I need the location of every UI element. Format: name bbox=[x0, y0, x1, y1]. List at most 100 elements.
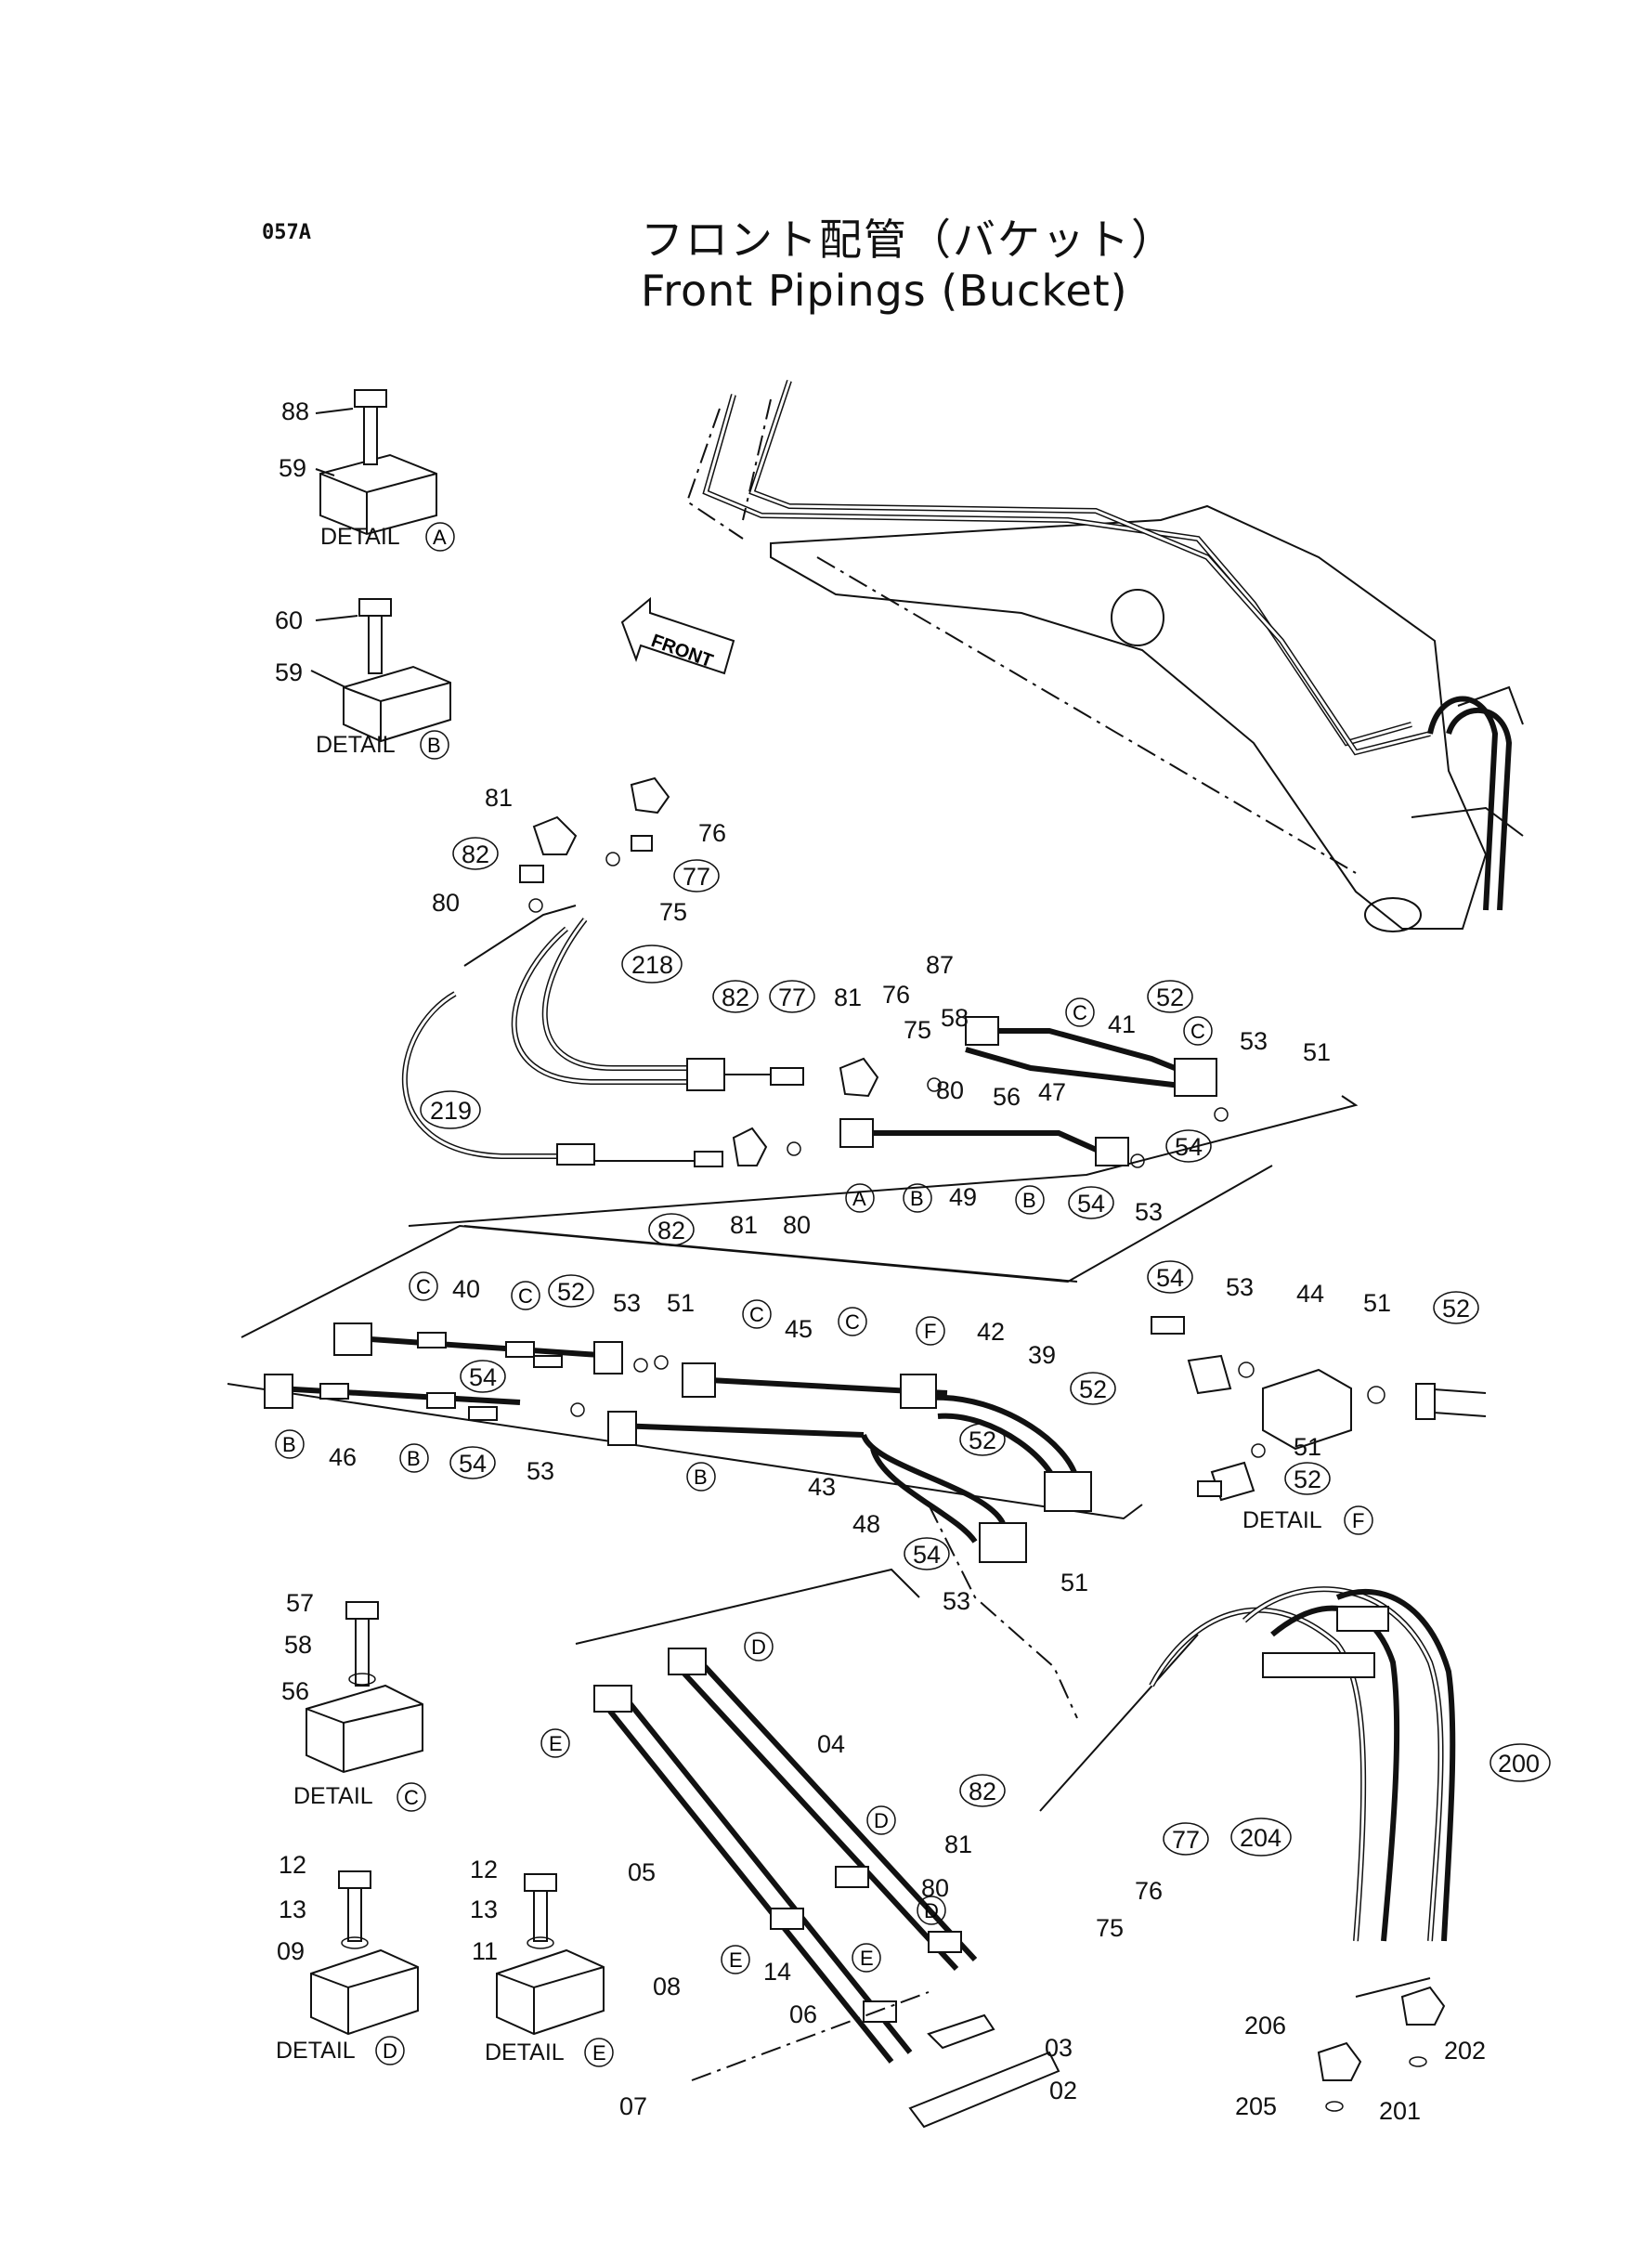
svg-text:B: B bbox=[407, 1447, 421, 1470]
svg-text:D: D bbox=[874, 1809, 889, 1832]
label-08: 08 bbox=[653, 1973, 681, 2000]
label-13: 13 bbox=[279, 1896, 306, 1923]
label-42: 42 bbox=[977, 1318, 1005, 1346]
label-56b: 56 bbox=[281, 1677, 309, 1705]
label-77b: 77 bbox=[778, 984, 806, 1011]
label-81d: 81 bbox=[944, 1831, 972, 1858]
svg-text:E: E bbox=[549, 1732, 563, 1755]
detail-f-block bbox=[1151, 1316, 1487, 1502]
label-54d: 54 bbox=[459, 1450, 487, 1478]
label-82b: 82 bbox=[722, 984, 749, 1011]
svg-text:C: C bbox=[518, 1284, 533, 1308]
label-51: 51 bbox=[1303, 1038, 1331, 1066]
label-205: 205 bbox=[1235, 2092, 1277, 2120]
ref-c-5: C bbox=[742, 1299, 772, 1329]
label-51d: 51 bbox=[1363, 1289, 1391, 1317]
label-12: 12 bbox=[279, 1851, 306, 1879]
detail-e-caption: DETAIL bbox=[485, 2039, 565, 2065]
pipe-assembly-04-05 bbox=[575, 1568, 1199, 2129]
svg-text:B: B bbox=[910, 1187, 924, 1210]
svg-text:F: F bbox=[924, 1320, 936, 1343]
svg-text:C: C bbox=[416, 1275, 431, 1298]
label-87: 87 bbox=[926, 951, 954, 979]
label-52: 52 bbox=[1156, 984, 1184, 1011]
label-53d: 53 bbox=[527, 1457, 554, 1485]
label-82d: 82 bbox=[969, 1778, 996, 1805]
label-51b: 51 bbox=[667, 1289, 695, 1317]
label-52f: 52 bbox=[1294, 1466, 1321, 1493]
label-46: 46 bbox=[329, 1443, 357, 1471]
ref-b-1: B bbox=[903, 1183, 932, 1213]
label-53f: 53 bbox=[1226, 1273, 1254, 1301]
label-04: 04 bbox=[817, 1730, 845, 1758]
ref-c-3: C bbox=[409, 1271, 438, 1301]
detail-f-letter: F bbox=[1352, 1509, 1364, 1532]
ref-e-1: E bbox=[540, 1728, 570, 1758]
label-03: 03 bbox=[1045, 2034, 1073, 2062]
pipe-assembly-40-46 bbox=[264, 1322, 669, 1421]
label-54f: 54 bbox=[1156, 1264, 1184, 1292]
label-77c: 77 bbox=[1172, 1826, 1200, 1854]
svg-text:D: D bbox=[924, 1899, 939, 1922]
label-77: 77 bbox=[683, 863, 710, 891]
ref-d-3: D bbox=[917, 1896, 946, 1925]
ref-b-2: B bbox=[1015, 1185, 1045, 1215]
title-english: Front Pipings (Bucket) bbox=[641, 266, 1128, 316]
plate-frame-lines bbox=[227, 1165, 1273, 1719]
svg-text:B: B bbox=[1022, 1189, 1036, 1212]
label-219: 219 bbox=[430, 1097, 472, 1125]
label-52b: 52 bbox=[557, 1278, 585, 1306]
detail-a-caption: DETAIL bbox=[320, 524, 400, 550]
detail-b-caption: DETAIL bbox=[316, 732, 396, 758]
label-75c: 75 bbox=[1096, 1914, 1124, 1942]
label-52c: 52 bbox=[1079, 1375, 1107, 1403]
svg-text:C: C bbox=[1073, 1001, 1087, 1024]
detail-captions: DETAIL A DETAIL B DETAIL C DETAIL D DETA… bbox=[276, 522, 1373, 2067]
label-75b: 75 bbox=[904, 1016, 931, 1044]
ref-b-4: B bbox=[399, 1443, 429, 1473]
label-13b: 13 bbox=[470, 1896, 498, 1923]
detail-e-clamp bbox=[496, 1873, 605, 2036]
label-52e: 52 bbox=[1442, 1295, 1470, 1322]
svg-text:E: E bbox=[860, 1947, 874, 1970]
label-54c: 54 bbox=[469, 1363, 497, 1391]
front-arrow-icon: FRONT bbox=[620, 596, 735, 675]
label-circles bbox=[420, 837, 1551, 1857]
label-40: 40 bbox=[452, 1275, 480, 1303]
label-76b: 76 bbox=[882, 981, 910, 1009]
label-80: 80 bbox=[432, 889, 460, 917]
label-45: 45 bbox=[785, 1315, 813, 1343]
ref-e-3: E bbox=[852, 1943, 881, 1973]
ref-c-1: C bbox=[1065, 997, 1095, 1027]
svg-text:C: C bbox=[1190, 1020, 1205, 1043]
label-82c: 82 bbox=[657, 1217, 685, 1244]
label-206: 206 bbox=[1244, 2012, 1286, 2039]
detail-c-clamp bbox=[306, 1601, 423, 1774]
label-200: 200 bbox=[1498, 1750, 1540, 1778]
label-44: 44 bbox=[1296, 1280, 1324, 1308]
label-53e: 53 bbox=[943, 1587, 970, 1615]
ref-c-4: C bbox=[511, 1281, 540, 1310]
label-80c: 80 bbox=[783, 1211, 811, 1239]
label-58: 58 bbox=[941, 1004, 969, 1032]
ref-d-1: D bbox=[744, 1632, 774, 1661]
label-52d: 52 bbox=[969, 1427, 996, 1454]
svg-text:A: A bbox=[852, 1187, 866, 1210]
ref-f-1: F bbox=[916, 1316, 945, 1346]
pipe-assembly-41-49 bbox=[408, 1016, 1359, 1283]
label-54e: 54 bbox=[913, 1541, 941, 1569]
label-54: 54 bbox=[1175, 1133, 1203, 1161]
label-54b: 54 bbox=[1077, 1190, 1105, 1218]
label-81c: 81 bbox=[730, 1211, 758, 1239]
ref-c-6: C bbox=[838, 1307, 867, 1336]
part-labels: 88 59 60 59 81 76 82 77 80 75 218 219 87… bbox=[275, 397, 1540, 2125]
detail-d-caption: DETAIL bbox=[276, 2038, 356, 2064]
label-201: 201 bbox=[1379, 2097, 1421, 2125]
label-53c: 53 bbox=[613, 1289, 641, 1317]
ref-c-2: C bbox=[1183, 1016, 1213, 1046]
label-76c: 76 bbox=[1135, 1877, 1163, 1905]
label-06: 06 bbox=[789, 2000, 817, 2028]
ref-a-1: A bbox=[845, 1183, 875, 1213]
label-53: 53 bbox=[1240, 1027, 1268, 1055]
